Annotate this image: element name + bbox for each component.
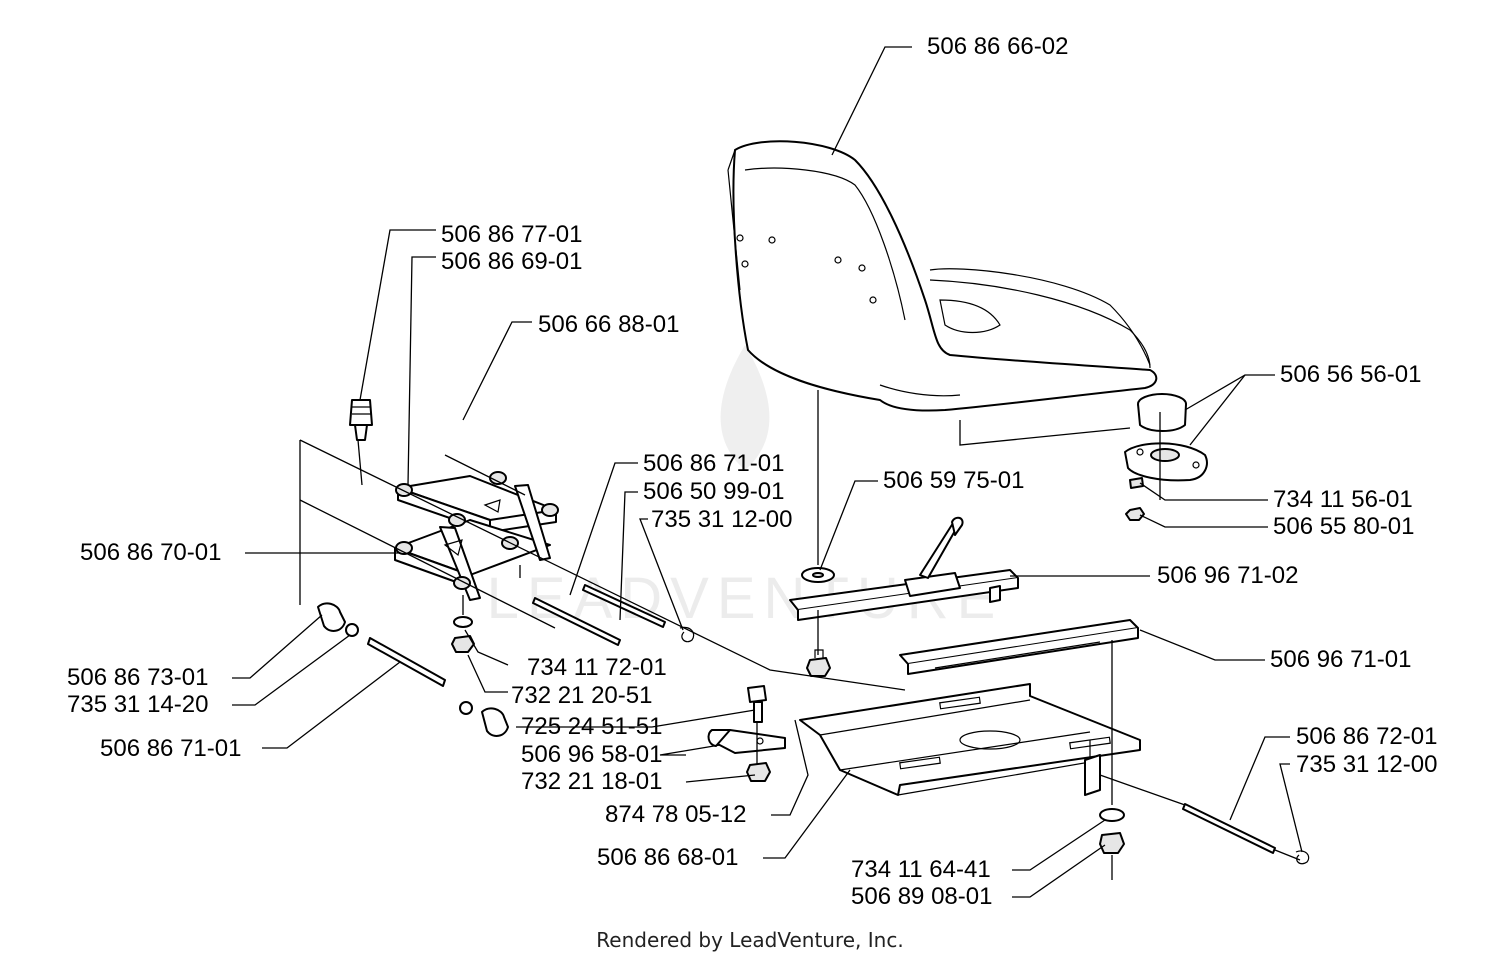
label-base-plate: 506 86 68-01 — [597, 844, 739, 871]
left-hardware-drawing — [317, 602, 509, 737]
label-bushing: 506 86 73-01 — [67, 664, 209, 691]
label-shaft-b: 506 50 99-01 — [643, 478, 785, 505]
pin-top-drawing — [349, 399, 373, 441]
label-ring: 735 31 14-20 — [67, 691, 209, 718]
watermark-flame-icon — [720, 345, 770, 470]
label-pin-right: 506 86 72-01 — [1296, 723, 1438, 750]
rails-drawing — [789, 516, 1139, 677]
label-washer-base: 734 11 64-41 — [851, 856, 991, 883]
label-washer-large: 506 59 75-01 — [883, 467, 1025, 494]
label-scissor: 506 86 70-01 — [80, 539, 222, 566]
label-link-top: 506 86 69-01 — [441, 248, 583, 275]
bracket-drawing — [1124, 393, 1208, 521]
label-bolt: 725 24 51-51 — [521, 713, 663, 740]
label-rail-lower: 506 96 71-01 — [1270, 646, 1412, 673]
label-r-clip: 506 66 88-01 — [538, 311, 680, 338]
leader-lines — [232, 46, 1303, 898]
label-clip-a: 735 31 12-00 — [651, 506, 793, 533]
seat-drawing — [727, 140, 1158, 412]
footer-credit: Rendered by LeadVenture, Inc. — [596, 928, 904, 952]
label-rail-upper: 506 96 71-02 — [1157, 562, 1299, 589]
label-clip-right: 735 31 12-00 — [1296, 751, 1438, 778]
label-seat: 506 86 66-02 — [927, 33, 1069, 60]
label-nut-lever: 732 21 18-01 — [521, 768, 663, 795]
lever-drawing — [707, 685, 786, 782]
shafts-drawing — [367, 584, 1310, 865]
label-nut-small: 506 55 80-01 — [1273, 513, 1415, 540]
label-lever: 506 96 58-01 — [521, 741, 663, 768]
label-pin-top: 506 86 77-01 — [441, 221, 583, 248]
label-nut-mid: 732 21 20-51 — [511, 682, 653, 709]
label-nut-base: 506 89 08-01 — [851, 883, 993, 910]
base-plate-drawing — [799, 683, 1141, 854]
label-bracket: 506 56 56-01 — [1280, 361, 1422, 388]
label-screw: 874 78 05-12 — [605, 801, 747, 828]
label-shaft-c: 506 86 71-01 — [100, 735, 242, 762]
label-washer-mid: 734 11 72-01 — [527, 654, 667, 681]
label-washer-small: 734 11 56-01 — [1273, 486, 1413, 513]
label-shaft-a: 506 86 71-01 — [643, 450, 785, 477]
